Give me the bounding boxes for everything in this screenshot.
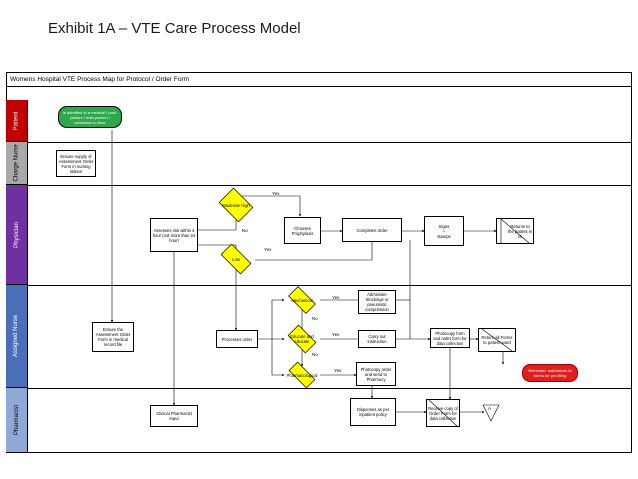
node-carry-out-instruction: Carry out instruction	[358, 330, 396, 348]
lane-physician: Physician	[6, 185, 28, 285]
decision-pharmacological-label: Pharmacological	[286, 372, 318, 378]
decision-mechanical: Mechanical	[284, 286, 320, 314]
decision-low: Low	[216, 243, 256, 275]
lane-assigned-nurse: Assigned Nurse	[6, 285, 28, 388]
label-yes: Yes	[332, 295, 340, 300]
label-yes: Yes	[332, 332, 340, 337]
node-clinical-pharmacist: Clinical Pharmacist Input	[150, 405, 198, 427]
label-no: No	[312, 352, 318, 357]
label-no: No	[312, 316, 318, 321]
decision-moderate-high-label: Moderate High	[222, 202, 250, 208]
node-receive-copy: Receive copy of Order Form for data coll…	[426, 399, 460, 427]
label-no: No	[242, 228, 248, 233]
label-yes: Yes	[272, 191, 280, 196]
lane-patient: Patient	[6, 100, 28, 142]
node-return-all: Return all Forms to patient ward	[478, 328, 516, 352]
label-yes: Yes	[264, 247, 272, 252]
node-completes-order: Completes order	[342, 218, 402, 242]
node-returns-to-patient-label: Returns to the patient in IS	[508, 223, 532, 239]
node-chooses-prophylaxis: Chooses Prophylaxis	[284, 217, 321, 244]
node-receive-copy-label: Receive copy of Order Form for data coll…	[428, 405, 458, 421]
lane-divider	[6, 285, 632, 286]
node-administer-stockings: Administer Stockings or pneumatic compre…	[358, 290, 396, 314]
decision-education-label: Educate and educate	[290, 334, 314, 344]
decision-moderate-high: Moderate High	[216, 187, 256, 223]
node-dispenses: Dispenses as per inpatient policy	[350, 398, 396, 426]
node-photocopy-send: Photocopy order and send to Pharmacy	[356, 362, 396, 386]
lane-charge-nurse: Charge Nurse	[6, 142, 28, 185]
diagonal-mark	[500, 218, 530, 244]
diagonal-mark	[481, 328, 513, 352]
connector-a-label: A	[488, 406, 492, 411]
node-ensure-supply: Ensure supply of Assessment Order Form i…	[56, 150, 96, 177]
node-photocopy-file: Photocopy form and order form for data c…	[430, 328, 470, 348]
decision-low-label: Low	[232, 256, 240, 262]
node-signs: Signs + stamps	[424, 216, 464, 246]
label-yes: Yes	[334, 368, 342, 373]
connector-a	[482, 404, 500, 422]
lane-divider	[6, 185, 632, 186]
node-admitted: Is admitted to a medical / post-partum /…	[58, 106, 122, 128]
node-ensure-assessment: Ensure the Assessment Order Form in medi…	[92, 322, 134, 352]
exhibit-title: Exhibit 1A – VTE Care Process Model	[48, 20, 301, 37]
node-reminder: Reminder: note/return to forms for pre-f…	[522, 364, 578, 382]
node-processes-order: Processes order	[216, 330, 258, 348]
process-map-header: Womens Hospital VTE Process Map for Prot…	[6, 72, 632, 87]
decision-mechanical-label: Mechanical	[291, 297, 313, 303]
node-assess-risk: Assesses risk within 4 hour (not more th…	[150, 218, 198, 252]
lane-divider	[6, 142, 632, 143]
lane-divider	[6, 388, 632, 389]
diagonal-mark	[428, 399, 458, 427]
node-return-all-label: Return all Forms to patient ward	[481, 335, 513, 345]
node-returns-to-patient: Returns to the patient in IS	[496, 218, 534, 244]
decision-pharmacological: Pharmacological	[284, 361, 320, 389]
decision-education: Educate and educate	[284, 324, 320, 354]
lane-pharmacist: Pharmacist	[6, 388, 28, 453]
